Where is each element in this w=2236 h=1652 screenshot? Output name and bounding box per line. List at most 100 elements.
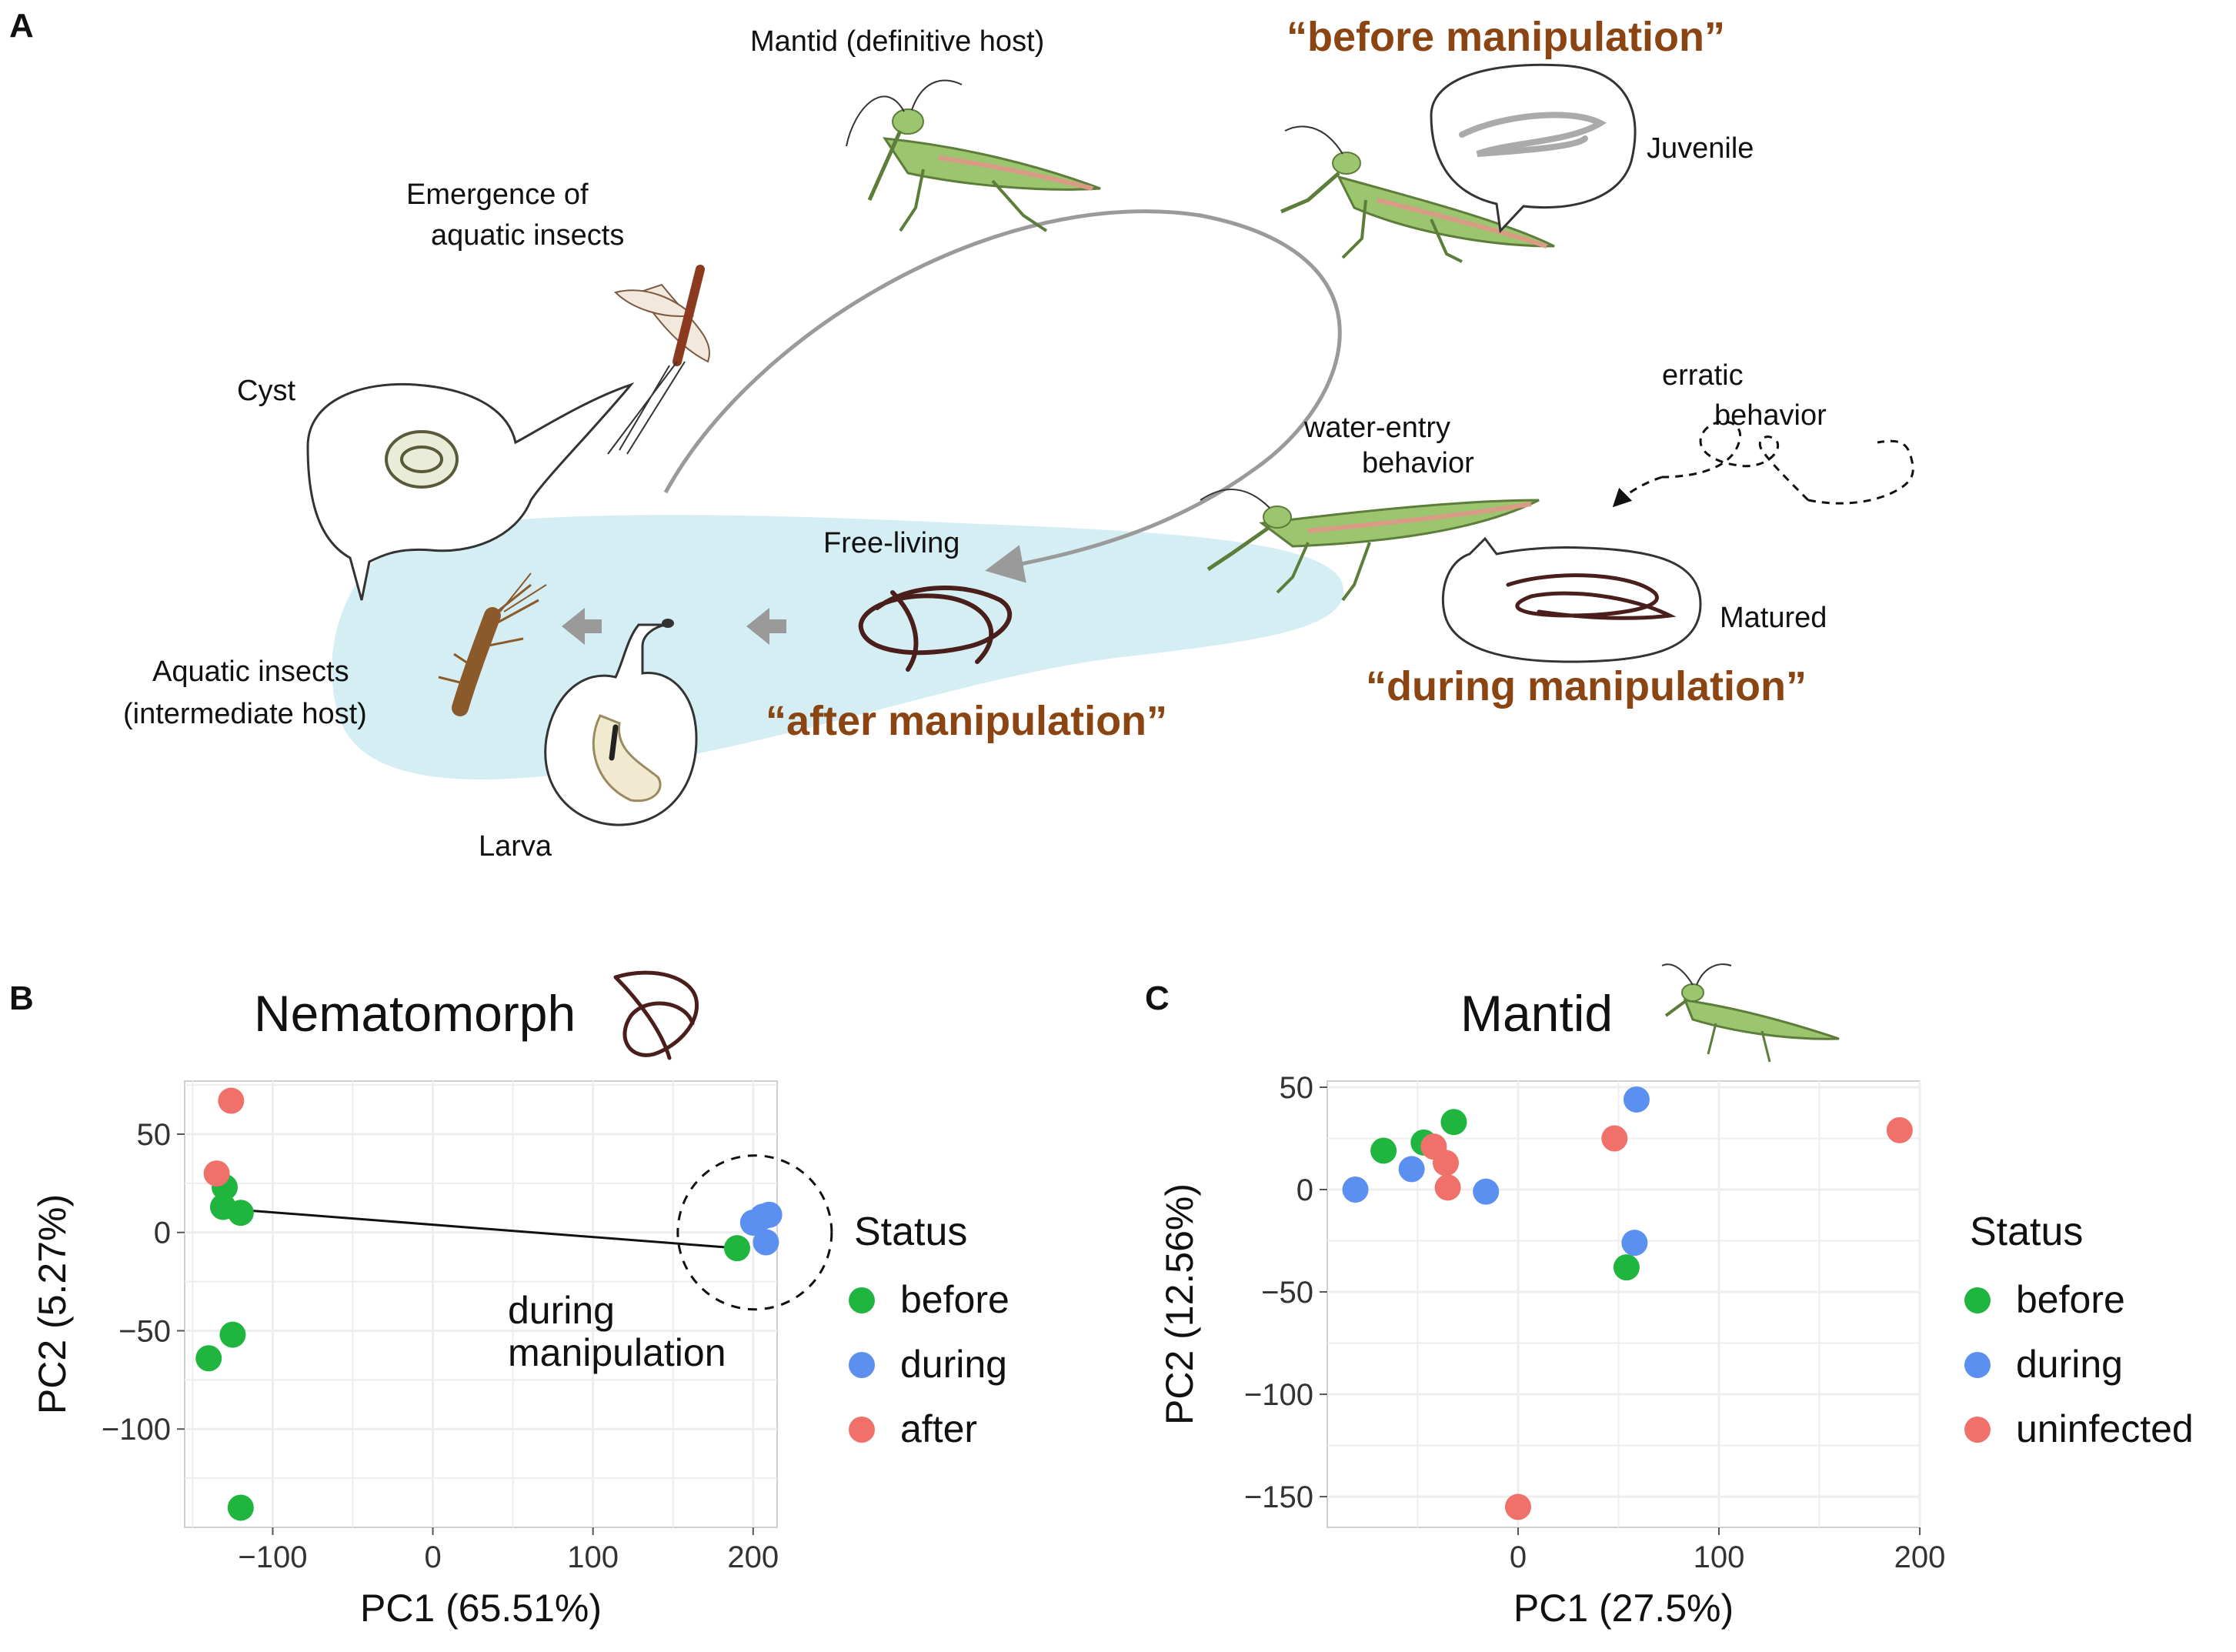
x-tick-label: 100: [567, 1540, 619, 1574]
data-point-before: [219, 1321, 246, 1348]
matured-worm-icon: [1506, 573, 1677, 620]
legend-title: Status: [854, 1210, 967, 1254]
juvenile-bubble: [1430, 63, 1637, 234]
legend-title: Status: [1970, 1210, 2083, 1254]
erratic-path: [1616, 420, 1914, 504]
legend-swatch-after: [849, 1417, 875, 1443]
y-tick-label: 0: [1297, 1173, 1313, 1207]
data-point-during: [1621, 1230, 1648, 1257]
data-point-before: [195, 1345, 222, 1372]
larva-icon: [592, 714, 662, 803]
label-emergence-line2: aquatic insects: [431, 219, 624, 252]
y-axis-label: PC2 (12.56%): [1158, 1183, 1201, 1425]
mantid-small-icon: [1661, 963, 1840, 1063]
chart-c-title: Mantid: [1460, 985, 1613, 1042]
legend-label-before: before: [900, 1278, 1010, 1321]
annotation-line1: during: [508, 1289, 615, 1332]
legend-swatch-during: [849, 1352, 875, 1378]
arrow-to-insect: [562, 608, 602, 645]
y-tick-label: 50: [137, 1118, 172, 1152]
panel-a: A: [9, 7, 1914, 863]
data-point-during: [1473, 1178, 1500, 1205]
label-erratic-line2: behavior: [1714, 399, 1827, 432]
data-point-before: [1613, 1254, 1640, 1281]
data-point-during: [756, 1201, 783, 1228]
chart-b-title: Nematomorph: [254, 985, 576, 1042]
cyst-icon: [385, 430, 459, 489]
life-cycle-arrow: [663, 209, 1342, 583]
y-tick-label: −100: [1244, 1378, 1313, 1412]
aquatic-insect-icon: [438, 572, 547, 716]
y-tick-label: −150: [1244, 1480, 1313, 1514]
y-tick-label: 0: [154, 1216, 171, 1250]
label-during-manipulation: “during manipulation”: [1366, 663, 1807, 709]
data-point-before: [227, 1200, 254, 1226]
mantid-icon: [846, 79, 1101, 232]
label-free-living: Free-living: [823, 527, 959, 559]
legend-label-before: before: [2016, 1278, 2125, 1321]
x-tick-label: 100: [1694, 1540, 1745, 1574]
x-tick-label: 0: [1510, 1540, 1527, 1574]
data-point-during: [1342, 1176, 1369, 1203]
legend-label-uninfected: uninfected: [2016, 1407, 2194, 1450]
data-point-after: [203, 1160, 230, 1187]
label-water-entry-line2: behavior: [1362, 447, 1474, 479]
data-point-uninfected: [1601, 1125, 1628, 1152]
label-emergence-line1: Emergence of: [406, 179, 589, 211]
panel-b-letter: B: [9, 980, 34, 1017]
label-erratic-line1: erratic: [1662, 359, 1744, 392]
label-larva: Larva: [479, 830, 552, 863]
data-point-before: [1440, 1109, 1467, 1136]
x-axis-label: PC1 (65.51%): [360, 1587, 602, 1630]
y-tick-label: −50: [118, 1314, 171, 1348]
data-point-during: [1623, 1086, 1650, 1113]
x-tick-label: −100: [238, 1540, 307, 1574]
legend-label-during: during: [900, 1343, 1007, 1386]
x-tick-label: 200: [1894, 1540, 1946, 1574]
data-point-uninfected: [1504, 1493, 1531, 1520]
annotation-line2: manipulation: [508, 1331, 726, 1374]
trajectory-line: [228, 1207, 738, 1250]
data-point-uninfected: [1433, 1150, 1459, 1176]
mantid-during-icon: [1200, 489, 1540, 602]
data-point-uninfected: [1886, 1116, 1913, 1143]
y-tick-label: −50: [1261, 1276, 1313, 1310]
data-point-before: [1370, 1137, 1397, 1164]
label-juvenile: Juvenile: [1647, 132, 1754, 165]
panel-a-letter: A: [9, 7, 34, 45]
data-point-during: [753, 1229, 779, 1256]
label-aquatic-insects-line2: (intermediate host): [123, 698, 367, 730]
legend-label-during: during: [2016, 1343, 2123, 1386]
larva-bubble: [544, 619, 698, 826]
label-after-manipulation: “after manipulation”: [766, 698, 1167, 744]
y-tick-label: −100: [102, 1413, 171, 1447]
legend-swatch-before: [1964, 1287, 1991, 1313]
x-tick-label: 200: [727, 1540, 779, 1574]
label-matured: Matured: [1720, 602, 1827, 634]
x-axis-label: PC1 (27.5%): [1513, 1587, 1734, 1630]
legend-swatch-before: [849, 1287, 875, 1313]
label-water-entry-line1: water-entry: [1303, 412, 1450, 444]
data-point-before: [227, 1494, 254, 1521]
legend-swatch-during: [1964, 1352, 1991, 1378]
mayfly-adult-icon: [607, 265, 710, 455]
label-mantid-definitive-host: Mantid (definitive host): [750, 25, 1044, 58]
plot-area: [184, 1080, 778, 1528]
label-aquatic-insects-line1: Aquatic insects: [152, 656, 349, 688]
y-tick-label: 50: [1280, 1071, 1314, 1105]
data-point-uninfected: [1434, 1174, 1461, 1201]
y-axis-label: PC2 (5.27%): [31, 1194, 74, 1414]
x-tick-label: 0: [424, 1540, 441, 1574]
arrow-to-larva: [746, 608, 786, 645]
data-point-before: [723, 1235, 750, 1262]
data-point-after: [218, 1087, 245, 1114]
legend-label-after: after: [900, 1407, 977, 1450]
legend-swatch-uninfected: [1964, 1417, 1991, 1443]
label-cyst: Cyst: [237, 375, 295, 407]
data-point-during: [1398, 1156, 1425, 1183]
cyst-bubble: [306, 382, 635, 601]
